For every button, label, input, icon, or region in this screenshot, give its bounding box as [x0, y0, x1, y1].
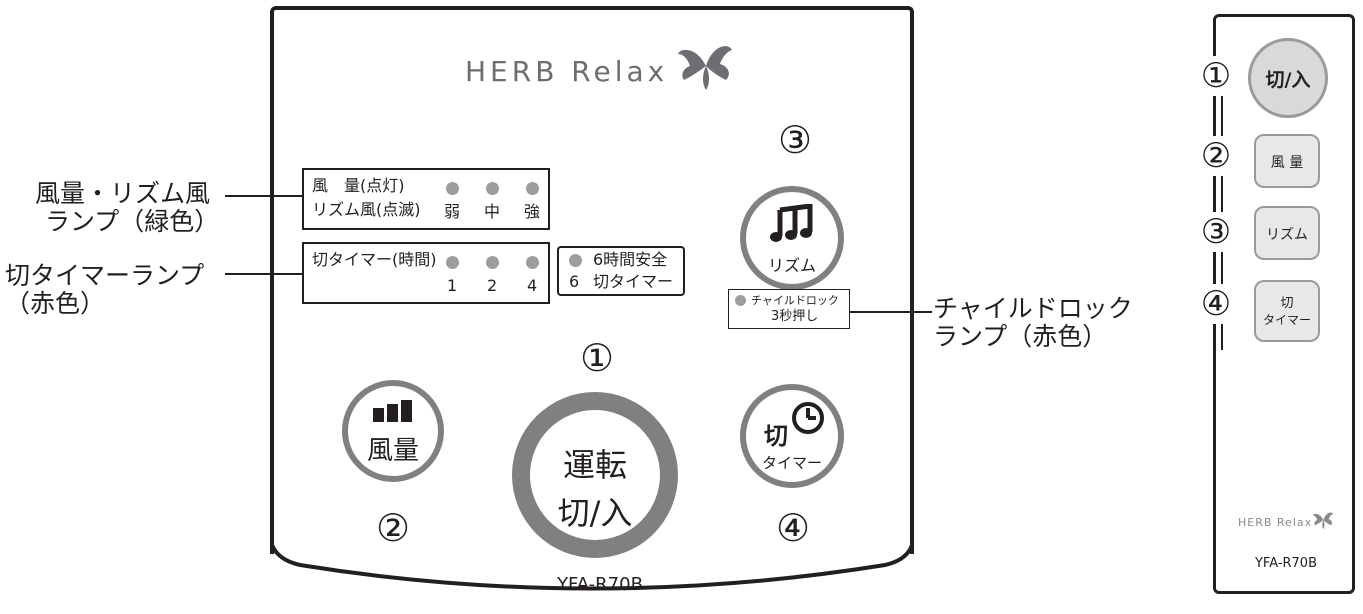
- timer-button-kanji: 切: [764, 422, 788, 450]
- clock-icon: [792, 402, 824, 434]
- remote-fan-label: 風 量: [1270, 155, 1304, 171]
- power-button-line2: 切/入: [557, 494, 633, 532]
- fan-lamp-strong: [526, 182, 539, 195]
- panel-bottom-curve: [270, 544, 914, 591]
- timer-lamp-2: [486, 256, 499, 269]
- remote-timer-line2: タイマー: [1262, 313, 1311, 327]
- control-panel: [270, 6, 914, 554]
- remote-brand: HERB Relax: [1238, 516, 1312, 529]
- remote-fan-button[interactable]: 風 量: [1254, 134, 1320, 188]
- timer-lamp-label: 切タイマー(時間): [312, 250, 437, 269]
- safety-line2-num: 6: [569, 272, 580, 291]
- remote-number-4: ④: [1198, 284, 1234, 324]
- timer-value-1: 1: [447, 276, 458, 295]
- remote-timer-button[interactable]: 切 タイマー: [1254, 280, 1320, 342]
- fan-button-label: 風量: [366, 436, 419, 466]
- remote-rhythm-button[interactable]: リズム: [1254, 206, 1320, 260]
- remote-power-label: 切/入: [1265, 69, 1311, 91]
- fan-lamp-mid: [486, 182, 499, 195]
- fan-lamp-label: 風 量(点灯): [312, 176, 405, 195]
- timer-value-2: 2: [487, 276, 498, 295]
- remote-number-1: ①: [1198, 56, 1234, 96]
- remote-rhythm-label: リズム: [1266, 227, 1308, 243]
- callout-fan-rhythm-line2: ランプ（緑色）: [45, 207, 220, 236]
- rhythm-button-label: リズム: [767, 256, 816, 275]
- safety-timer-box: 6時間安全 6 切タイマー: [557, 246, 685, 296]
- callout-timer-line1: 切タイマーランプ: [5, 261, 205, 290]
- callout-childlock-line2: ランプ（赤色）: [933, 322, 1108, 351]
- timer-value-4: 4: [527, 276, 538, 295]
- fan-level-bars-icon: [373, 400, 412, 422]
- brand-text: HERB Relax: [465, 55, 669, 88]
- child-lock-lamp: [735, 295, 746, 306]
- timer-lamp-4: [526, 256, 539, 269]
- callout-fan-rhythm-lamp: 風量・リズム風 ランプ（緑色）: [35, 180, 235, 236]
- remote-brand-text: HERB Relax: [1238, 516, 1313, 529]
- rhythm-button[interactable]: リズム: [740, 186, 844, 290]
- timer-lamp-1: [446, 256, 459, 269]
- timer-lamp-box: 切タイマー(時間) 1 2 4: [302, 242, 550, 304]
- number-4-marker: ④: [775, 506, 811, 550]
- music-note-icon: [770, 204, 813, 242]
- child-lock-line2: 3秒押し: [771, 309, 819, 324]
- fan-level-weak: 弱: [444, 202, 461, 221]
- child-lock-box: チャイルドロック 3秒押し: [728, 289, 850, 329]
- child-lock-line1: チャイルドロック: [751, 294, 839, 307]
- remote-power-button[interactable]: 切/入: [1248, 38, 1328, 118]
- callout-childlock-lamp: チャイルドロック ランプ（赤色）: [933, 295, 1163, 351]
- remote-leaf-icon: [1312, 512, 1334, 530]
- power-button[interactable]: 運転 切/入: [512, 392, 678, 558]
- number-2-marker: ②: [375, 506, 411, 550]
- callout-childlock-line1: チャイルドロック: [933, 294, 1133, 323]
- timer-button-kana: タイマー: [761, 454, 822, 472]
- fan-speed-button[interactable]: 風量: [342, 380, 444, 482]
- callout-timer-lamp: 切タイマーランプ （赤色）: [5, 262, 235, 318]
- power-button-line1: 運転: [562, 446, 627, 484]
- number-1-marker: ①: [579, 336, 615, 380]
- remote-number-3: ③: [1198, 212, 1234, 252]
- model-number: YFA-R70B: [557, 574, 643, 595]
- safety-line2-text: 切タイマー: [593, 272, 674, 291]
- safety-line1: 6時間安全: [593, 250, 668, 269]
- fan-level-mid: 中: [484, 202, 501, 221]
- fan-level-strong: 強: [524, 202, 541, 221]
- remote-timer-line1: 切: [1280, 296, 1294, 311]
- remote-model: YFA-R70B: [1254, 556, 1318, 571]
- number-3-marker: ③: [777, 118, 813, 162]
- safety-lamp: [569, 254, 582, 267]
- brand-logo: HERB Relax: [465, 55, 668, 88]
- timer-button[interactable]: 切 タイマー: [740, 384, 844, 488]
- leaf-icon: [678, 46, 732, 90]
- rhythm-lamp-label: リズム風(点滅): [312, 200, 421, 219]
- callout-fan-rhythm-line1: 風量・リズム風: [35, 179, 211, 208]
- remote-number-2: ②: [1198, 136, 1234, 176]
- callout-timer-line2: （赤色）: [5, 289, 106, 318]
- fan-rhythm-lamp-box: 風 量(点灯) リズム風(点滅) 弱 中 強: [302, 168, 550, 230]
- fan-lamp-weak: [446, 182, 459, 195]
